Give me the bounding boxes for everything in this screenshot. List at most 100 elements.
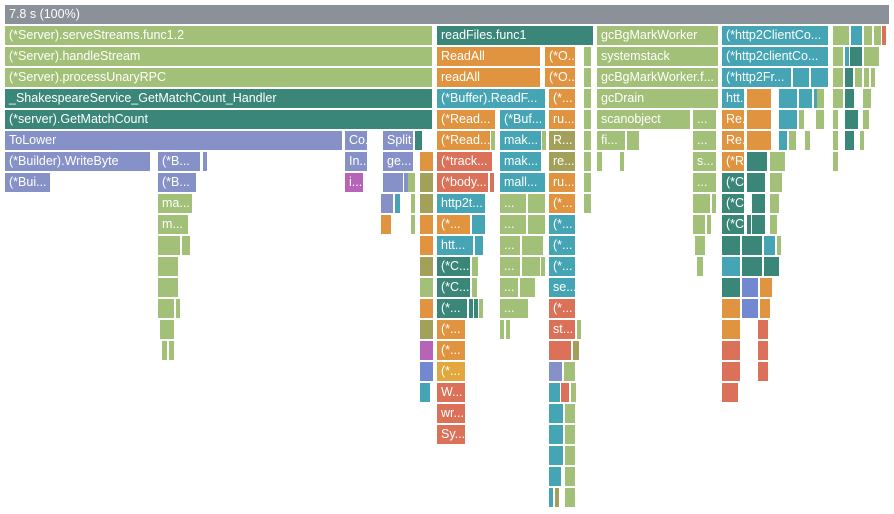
frame-cell[interactable]: (*C... [722,194,744,213]
frame-cell[interactable] [833,68,843,87]
frame-cell[interactable]: se... [549,278,575,297]
frame-cell[interactable] [383,173,403,192]
frame-cell[interactable]: (*http2ClientCo... [722,26,828,45]
frame-cell[interactable]: (*C... [437,278,470,297]
frame-cell[interactable] [472,215,485,234]
frame-cell[interactable] [779,110,797,129]
frame-cell[interactable]: systemstack [597,47,718,66]
frame-cell[interactable]: htt... [722,89,744,108]
frame-cell[interactable] [747,215,751,234]
frame-cell[interactable] [833,89,843,108]
frame-cell[interactable]: ReadAll [437,47,540,66]
frame-cell[interactable] [764,257,779,276]
frame-cell[interactable]: ... [500,278,518,297]
frame-cell[interactable] [420,173,433,192]
frame-cell[interactable]: (*... [549,194,575,213]
frame-cell[interactable] [722,236,740,255]
frame-cell[interactable]: (*http2Fr... [722,68,791,87]
frame-cell[interactable] [777,236,781,255]
frame-cell[interactable] [561,383,569,402]
frame-cell[interactable] [420,341,433,360]
frame-cell[interactable] [620,152,624,171]
frame-cell[interactable]: (*C... [722,173,744,192]
frame-cell[interactable] [693,215,705,234]
frame-cell[interactable] [420,194,433,213]
frame-cell[interactable]: (*C... [437,257,470,276]
frame-cell[interactable] [555,488,559,507]
frame-cell[interactable]: (*Buffer).ReadF... [437,89,545,108]
frame-cell[interactable]: s... [693,152,716,171]
frame-cell[interactable] [833,47,843,66]
frame-cell[interactable]: _ShakespeareService_GetMatchCount_Handle… [5,89,432,108]
root-frame[interactable]: 7.8 s (100%) [5,5,889,24]
frame-cell[interactable]: (*O... [545,47,575,66]
frame-cell[interactable] [472,257,478,276]
frame-cell[interactable] [186,236,190,255]
frame-cell[interactable]: http2t... [437,194,485,213]
frame-cell[interactable] [158,236,180,255]
frame-cell[interactable] [758,362,768,381]
frame-cell[interactable]: (*Bui... [5,173,50,192]
frame-cell[interactable]: m... [158,215,188,234]
frame-cell[interactable] [176,299,180,318]
frame-cell[interactable]: ... [500,194,526,213]
frame-cell[interactable] [573,341,579,360]
frame-cell[interactable] [564,362,575,381]
frame-cell[interactable]: Co... [345,131,367,150]
frame-cell[interactable] [627,131,639,150]
frame-cell[interactable]: st... [549,320,575,339]
frame-cell[interactable] [381,194,393,213]
frame-cell[interactable] [577,320,581,339]
frame-cell[interactable] [760,278,772,297]
frame-cell[interactable]: (*R... [722,152,744,171]
frame-cell[interactable]: readFiles.func1 [437,26,593,45]
frame-cell[interactable] [817,89,824,108]
frame-cell[interactable] [747,131,771,150]
frame-cell[interactable] [747,89,771,108]
frame-cell[interactable] [541,257,545,276]
frame-cell[interactable]: (*track... [437,152,492,171]
frame-cell[interactable] [549,341,571,360]
frame-cell[interactable] [549,446,563,465]
frame-cell[interactable] [742,236,762,255]
frame-cell[interactable] [747,110,771,129]
frame-cell[interactable] [697,257,703,276]
frame-cell[interactable]: Re... [722,110,744,129]
frame-cell[interactable] [549,383,560,402]
frame-cell[interactable]: (*... [437,215,470,234]
frame-cell[interactable] [845,89,854,108]
frame-cell[interactable] [169,341,174,360]
frame-cell[interactable] [845,110,858,129]
frame-cell[interactable] [758,320,768,339]
frame-cell[interactable] [722,299,740,318]
frame-cell[interactable] [522,236,543,255]
frame-cell[interactable]: (*Server).serveStreams.func1.2 [5,26,432,45]
frame-cell[interactable] [693,194,710,213]
frame-cell[interactable] [752,194,765,213]
frame-cell[interactable] [528,215,545,234]
frame-cell[interactable] [158,257,178,276]
frame-cell[interactable]: gcBgMarkWorker [597,26,718,45]
frame-cell[interactable] [874,26,881,45]
frame-cell[interactable] [549,425,563,444]
frame-cell[interactable] [871,68,875,87]
frame-cell[interactable] [779,131,787,150]
frame-cell[interactable]: (*Builder).WriteByte [5,152,150,171]
frame-cell[interactable] [571,383,576,402]
frame-cell[interactable] [833,26,849,45]
frame-cell[interactable] [712,194,716,213]
frame-cell[interactable] [584,89,591,108]
frame-cell[interactable] [747,152,767,171]
frame-cell[interactable]: mall... [500,173,545,192]
frame-cell[interactable]: (*B... [158,152,200,171]
frame-cell[interactable]: i... [345,173,363,192]
frame-cell[interactable] [811,68,828,87]
frame-cell[interactable] [882,26,886,45]
frame-cell[interactable] [584,131,591,150]
frame-cell[interactable]: (*... [549,299,575,318]
frame-cell[interactable] [584,68,591,87]
frame-cell[interactable] [420,257,433,276]
frame-cell[interactable] [722,278,740,297]
frame-cell[interactable] [805,131,810,150]
frame-cell[interactable] [469,299,473,318]
